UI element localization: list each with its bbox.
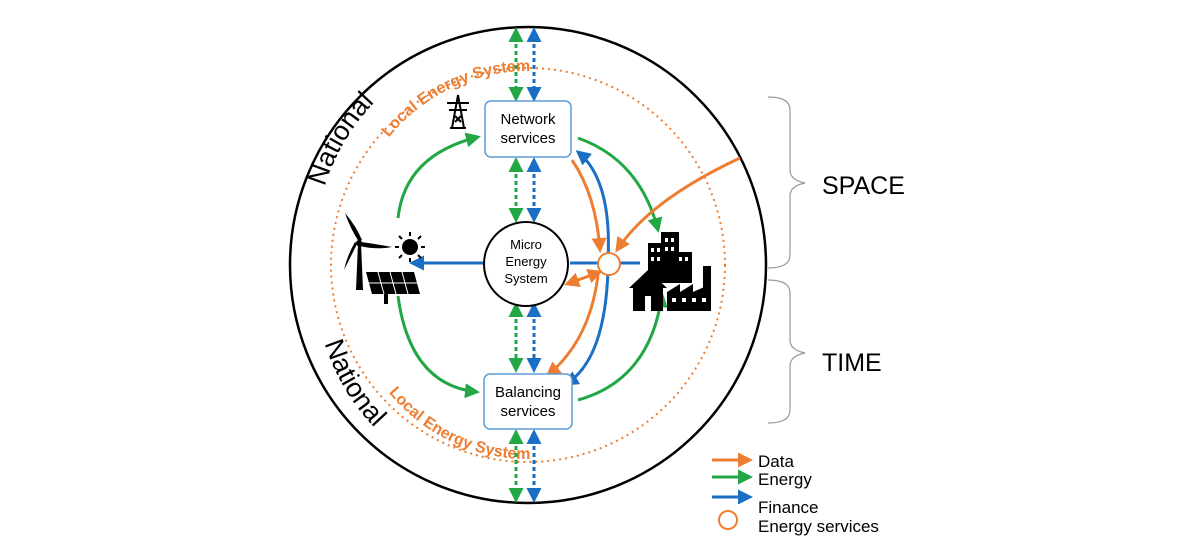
- network-services-line2: services: [500, 130, 555, 147]
- space-bracket: [767, 96, 806, 269]
- national-label-top: National: [302, 86, 379, 189]
- local-energy-ring: [330, 67, 726, 463]
- space-label: SPACE: [822, 172, 905, 200]
- balancing-services-line1: Balancing: [495, 384, 561, 401]
- solar-panel-icon: [366, 271, 420, 304]
- energy-services-node: [597, 252, 621, 276]
- balancing-services-box: Balancing services: [483, 373, 573, 430]
- legend-energy-label: Energy: [758, 470, 812, 489]
- data-flows: [545, 156, 741, 377]
- vertical-flows: [508, 27, 542, 503]
- legend-data-label: Data: [758, 452, 794, 471]
- legend-services-label: Energy services: [758, 517, 879, 536]
- network-services-line1: Network: [500, 111, 556, 128]
- micro-line2: Energy: [505, 254, 547, 269]
- network-services-box: Network services: [484, 100, 572, 158]
- energy-flows: [396, 132, 668, 402]
- time-label: TIME: [822, 349, 882, 377]
- balancing-services-line2: services: [500, 403, 555, 420]
- house-icon: [629, 270, 667, 311]
- sun-icon: [395, 232, 425, 262]
- legend-finance-label: Finance: [758, 498, 818, 517]
- pylon-icon: [447, 94, 469, 129]
- wind-turbine-icon: [344, 213, 392, 290]
- city-buildings-icon: [648, 232, 692, 283]
- national-label-bottom: National: [319, 335, 392, 432]
- micro-line1: Micro: [510, 237, 542, 252]
- micro-energy-system: Micro Energy System: [483, 221, 569, 307]
- micro-line3: System: [504, 271, 547, 286]
- legend: Data Energy Finance Energy services: [712, 452, 879, 536]
- time-bracket: [767, 279, 806, 424]
- legend-services-symbol: [718, 510, 738, 530]
- factory-icon: [667, 266, 711, 311]
